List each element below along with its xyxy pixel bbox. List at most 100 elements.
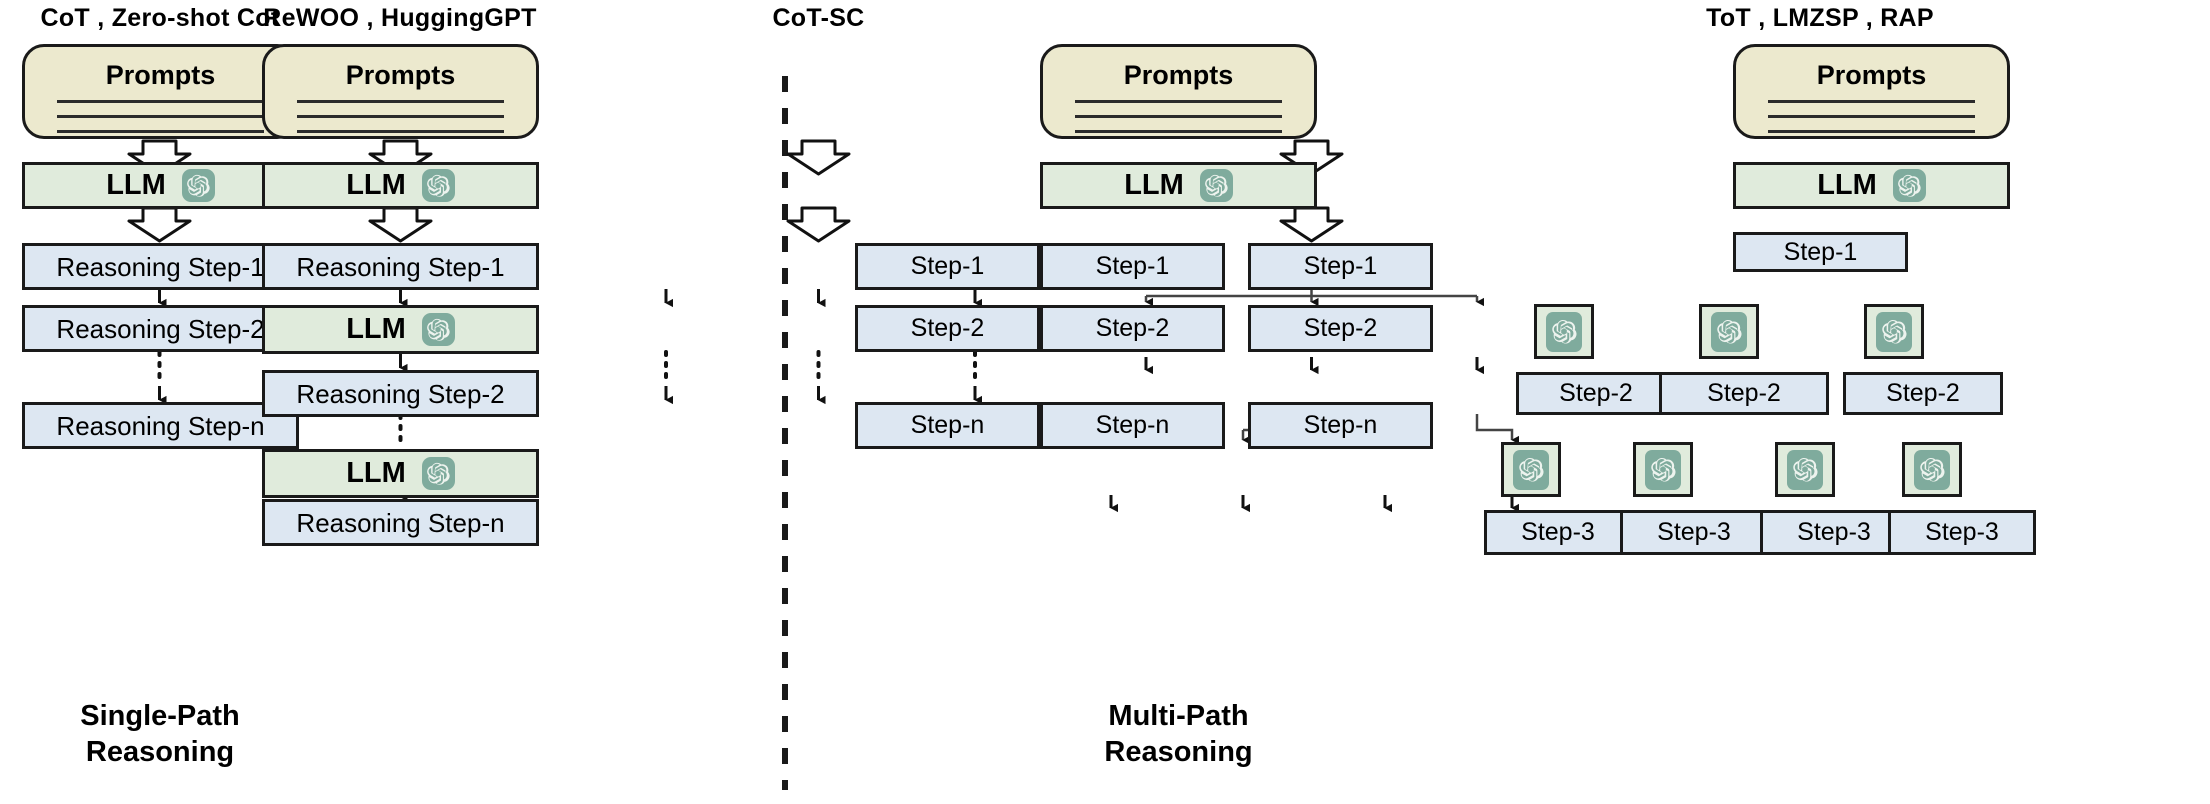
tree-step-box: Step-3 <box>1760 510 1908 555</box>
step-label: Reasoning Step-2 <box>56 313 265 344</box>
step-box: Reasoning Step-n <box>262 499 539 546</box>
prompts-label: Prompts <box>1123 60 1234 90</box>
step-label: Step-2 <box>1886 379 1960 407</box>
step-box: Step-1 <box>1248 243 1433 290</box>
step-label: Step-3 <box>1797 518 1871 546</box>
openai-logo-icon <box>1645 449 1681 490</box>
block-arrow-down-icon <box>786 206 851 243</box>
tree-step-box: Step-2 <box>1659 372 1829 415</box>
openai-logo-icon <box>421 457 455 490</box>
llm-label: LLM <box>1817 169 1877 201</box>
llm-node <box>1775 442 1835 497</box>
step-label: Step-3 <box>1925 518 1999 546</box>
prompts-label: Prompts <box>105 60 216 90</box>
llm-label: LLM <box>346 457 406 489</box>
llm-node <box>1534 304 1594 359</box>
openai-logo-icon <box>421 313 455 346</box>
step-label: Step-1 <box>1095 252 1170 280</box>
prompts-card-rewoo: Prompts <box>262 44 539 139</box>
step-label: Step-2 <box>1707 379 1781 407</box>
step-label: Step-1 <box>1303 252 1378 280</box>
llm-node <box>1699 304 1759 359</box>
step-label: Step-3 <box>1521 518 1595 546</box>
step-label: Step-n <box>910 411 985 439</box>
tree-step-box: Step-3 <box>1484 510 1632 555</box>
step-label: Step-2 <box>1559 379 1633 407</box>
group-label-line-1: Multi-Path <box>1108 700 1249 732</box>
step-box: Reasoning Step-2 <box>262 370 539 417</box>
step-label: Step-3 <box>1657 518 1731 546</box>
llm-box-cotsc: LLM <box>1040 162 1317 209</box>
llm-node <box>1633 442 1693 497</box>
openai-logo-icon <box>1914 449 1950 490</box>
llm-label: LLM <box>1124 169 1184 201</box>
group-label-line-2: Reasoning <box>1104 736 1253 769</box>
step-label: Step-2 <box>1095 314 1170 342</box>
prompts-card-cot: Prompts <box>22 44 299 139</box>
llm-node <box>1864 304 1924 359</box>
column-title-cot: CoT , Zero-shot Cot <box>40 4 280 32</box>
step-box: Reasoning Step-1 <box>22 243 299 290</box>
tree-step-box: Step-2 <box>1516 372 1676 415</box>
step-label: Step-1 <box>910 252 985 280</box>
step-label: Reasoning Step-n <box>296 507 505 538</box>
llm-box-rewoo-3: LLM <box>262 449 539 498</box>
step-label: Reasoning Step-n <box>56 410 265 441</box>
tree-step-box: Step-2 <box>1843 372 2003 415</box>
llm-box-rewoo-2: LLM <box>262 305 539 354</box>
openai-logo-icon <box>1876 311 1912 352</box>
group-label-multi-path: Multi-Path Reasoning <box>1040 698 1317 771</box>
openai-logo-icon <box>181 169 215 202</box>
step-label: Step-n <box>1303 411 1378 439</box>
block-arrow-down-icon <box>1279 206 1344 243</box>
step-box: Step-2 <box>1040 305 1225 352</box>
group-label-line-2: Reasoning <box>85 736 235 769</box>
openai-logo-icon <box>1513 449 1549 490</box>
tree-step-box: Step-3 <box>1620 510 1768 555</box>
group-label-line-1: Single-Path <box>80 700 240 732</box>
tree-root-step-box: Step-1 <box>1733 232 1908 272</box>
step-label: Reasoning Step-1 <box>56 251 265 282</box>
llm-box-rewoo-1: LLM <box>262 162 539 209</box>
openai-logo-icon <box>1787 449 1823 490</box>
step-label: Reasoning Step-1 <box>296 251 505 282</box>
prompts-card-tot: Prompts <box>1733 44 2010 139</box>
step-box: Step-1 <box>855 243 1040 290</box>
step-box: Step-2 <box>855 305 1040 352</box>
step-label: Step-1 <box>1783 237 1858 266</box>
group-label-single-path: Single-Path Reasoning <box>0 698 320 771</box>
llm-box-cot: LLM <box>22 162 299 209</box>
openai-logo-icon <box>1711 311 1747 352</box>
step-label: Step-2 <box>910 314 985 342</box>
llm-box-tot: LLM <box>1733 162 2010 209</box>
step-box: Step-n <box>1040 402 1225 449</box>
openai-logo-icon <box>1199 169 1233 202</box>
step-label: Step-n <box>1095 411 1170 439</box>
llm-node <box>1501 442 1561 497</box>
step-label: Reasoning Step-2 <box>296 378 505 409</box>
block-arrow-down-icon <box>786 139 851 176</box>
column-title-rewoo: ReWOO , HuggingGPT <box>263 4 537 32</box>
step-box: Reasoning Step-2 <box>22 305 299 352</box>
block-arrow-down-icon <box>368 206 433 243</box>
step-box: Step-2 <box>1248 305 1433 352</box>
step-box: Step-n <box>855 402 1040 449</box>
prompts-label: Prompts <box>1816 60 1927 90</box>
step-box: Reasoning Step-n <box>22 402 299 449</box>
tree-branch <box>1475 414 1519 445</box>
tree-step-box: Step-3 <box>1888 510 2036 555</box>
prompts-card-cotsc: Prompts <box>1040 44 1317 139</box>
openai-logo-icon <box>421 169 455 202</box>
prompts-label: Prompts <box>345 60 456 90</box>
llm-label: LLM <box>346 169 406 201</box>
step-box: Step-n <box>1248 402 1433 449</box>
column-title-tot: ToT , LMZSP , RAP <box>1706 4 1934 32</box>
openai-logo-icon <box>1892 169 1926 202</box>
llm-node <box>1902 442 1962 497</box>
openai-logo-icon <box>1546 311 1582 352</box>
block-arrow-down-icon <box>127 206 192 243</box>
llm-label: LLM <box>346 313 406 345</box>
step-label: Step-2 <box>1303 314 1378 342</box>
step-box: Step-1 <box>1040 243 1225 290</box>
